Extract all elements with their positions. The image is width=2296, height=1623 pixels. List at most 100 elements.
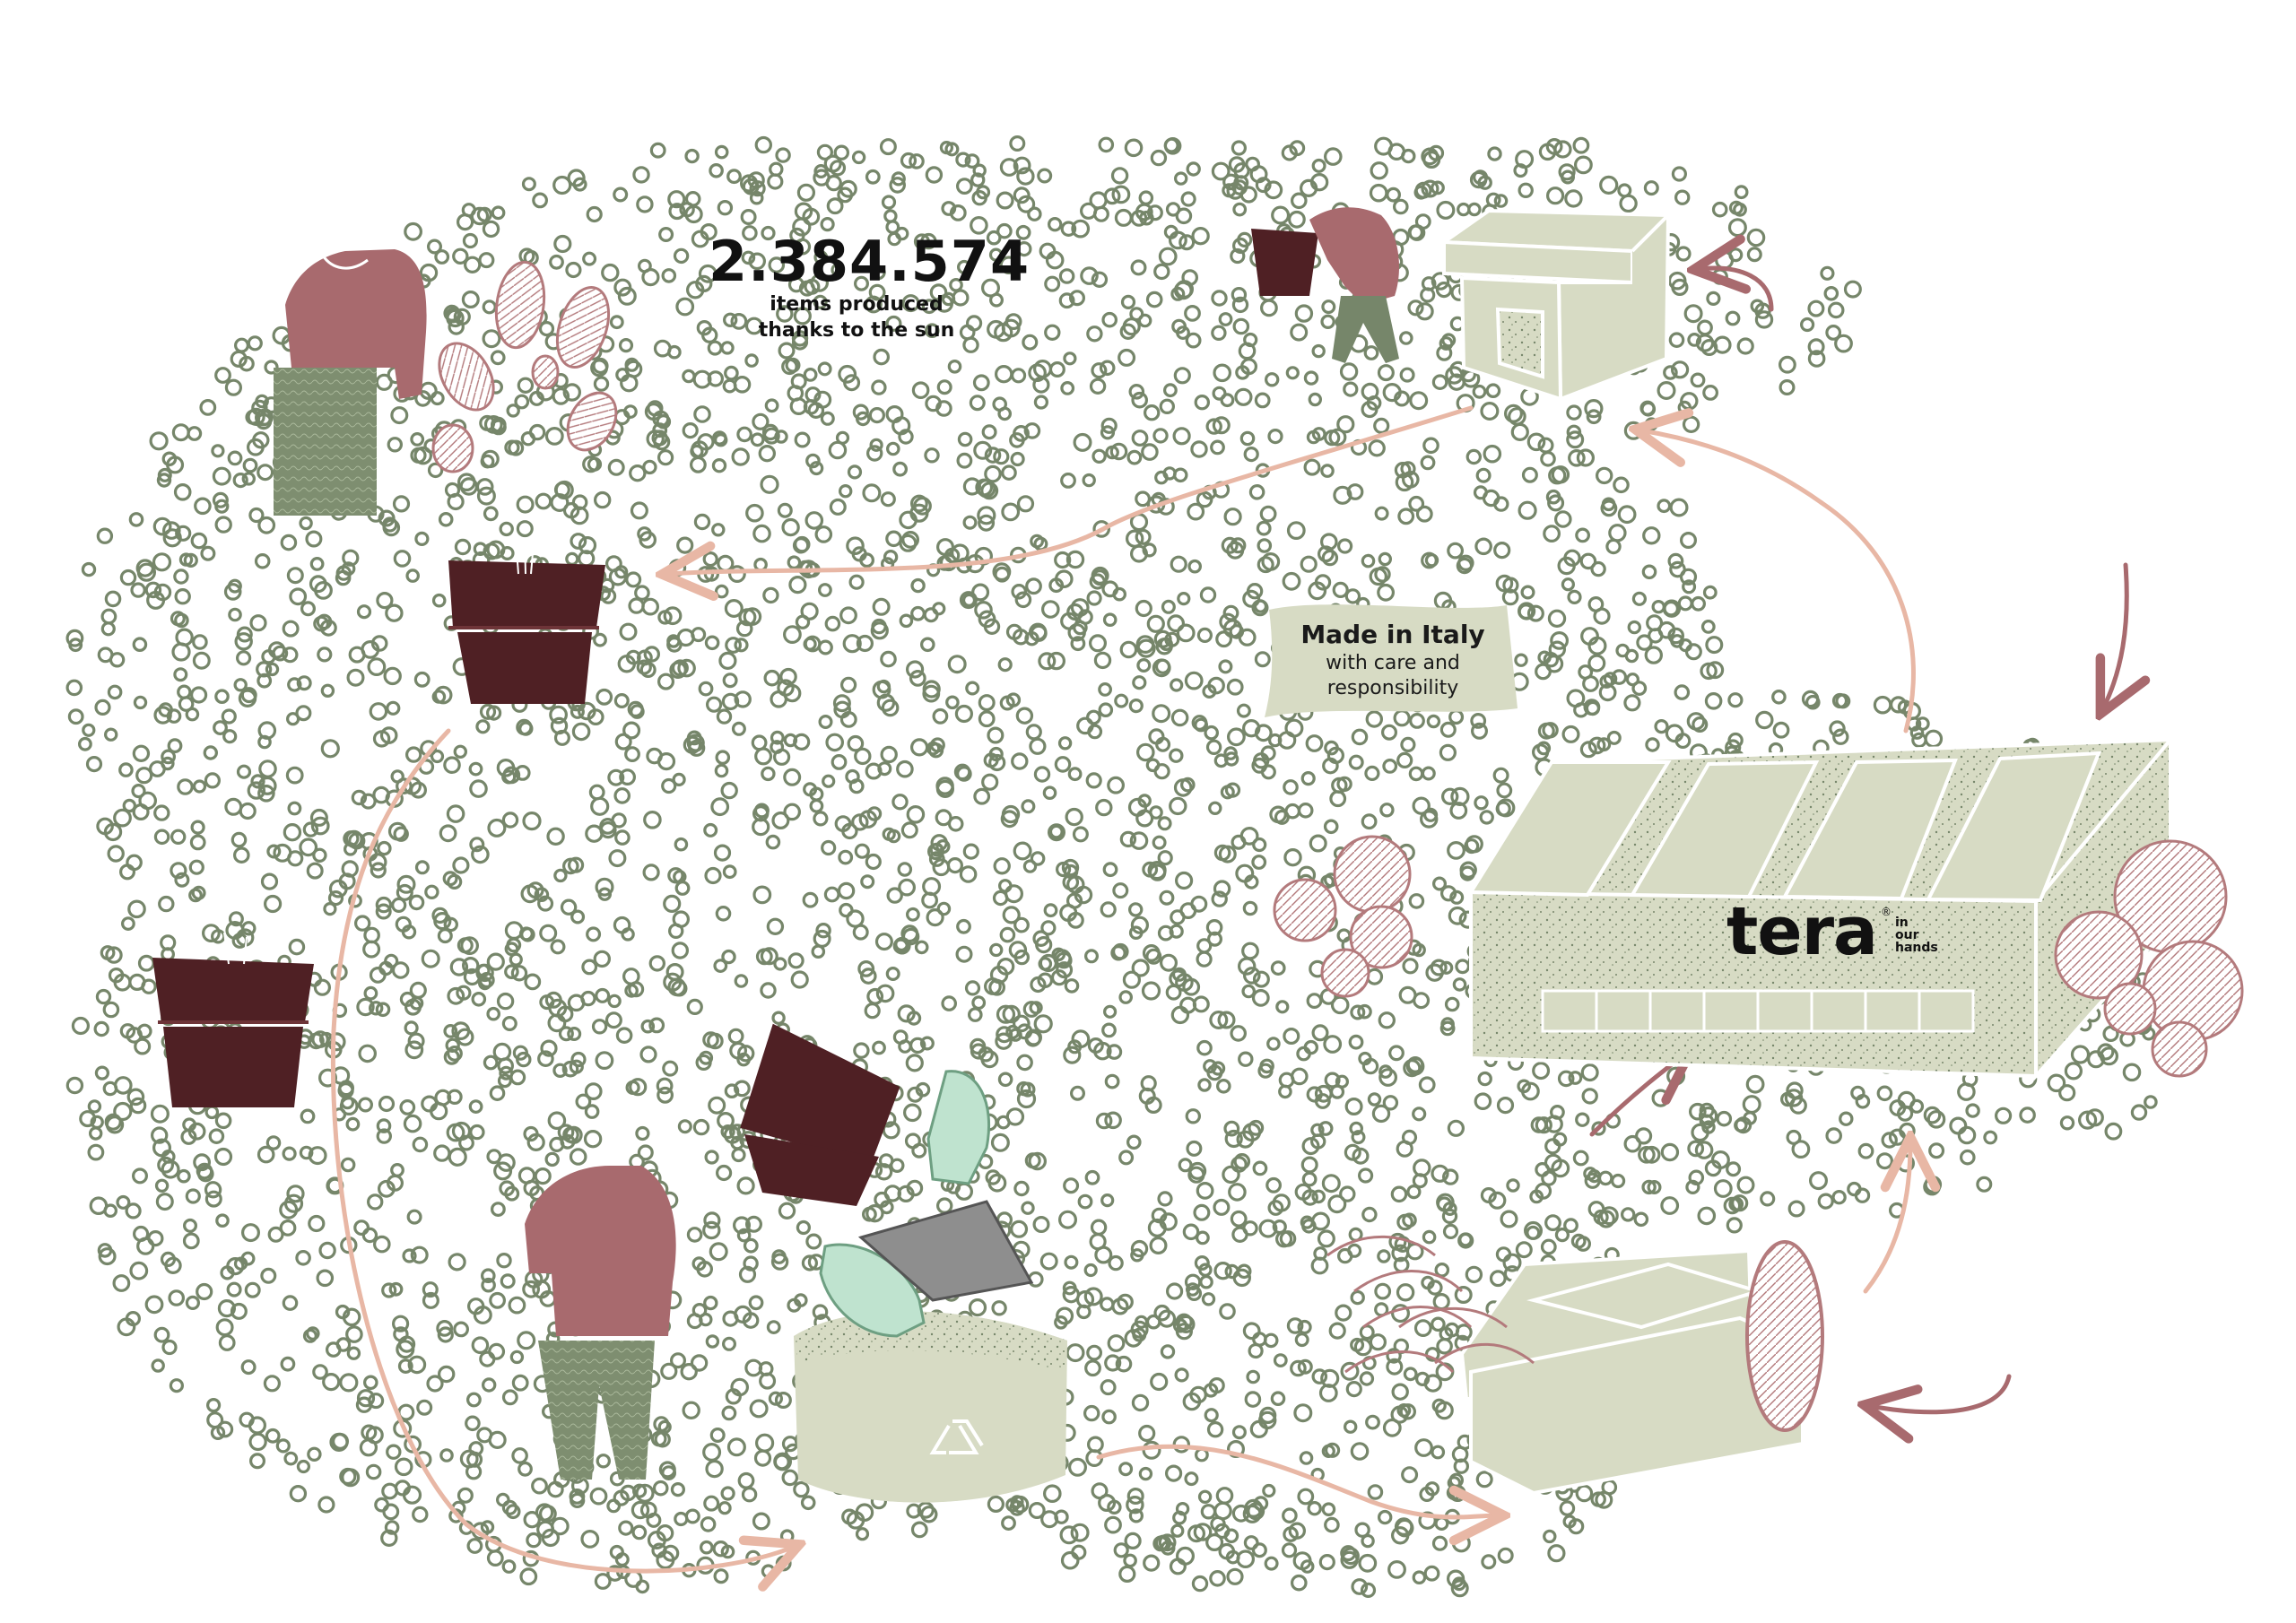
decorative-dot bbox=[904, 1133, 921, 1150]
decorative-dot bbox=[724, 1083, 740, 1098]
decorative-dot bbox=[394, 1457, 413, 1477]
decorative-dot bbox=[499, 521, 514, 537]
decorative-dot bbox=[1566, 424, 1582, 440]
decorative-dot bbox=[236, 626, 253, 643]
decorative-dot bbox=[1407, 224, 1424, 240]
decorative-dot bbox=[1083, 1404, 1100, 1422]
decorative-dot bbox=[1420, 455, 1436, 471]
decorative-dot bbox=[462, 956, 480, 975]
decorative-dot bbox=[1300, 1156, 1318, 1174]
decorative-dot bbox=[488, 1342, 506, 1360]
decorative-dot bbox=[1247, 1502, 1265, 1521]
decorative-dot bbox=[1100, 1193, 1115, 1208]
decorative-dot bbox=[1873, 695, 1892, 715]
decorative-dot bbox=[318, 1068, 338, 1088]
decorative-dot bbox=[1357, 1003, 1372, 1020]
decorative-dot bbox=[93, 1020, 109, 1037]
decorative-dot bbox=[805, 1233, 822, 1250]
decorative-dot bbox=[561, 857, 579, 875]
decorative-dot bbox=[775, 1555, 792, 1572]
decorative-dot bbox=[698, 681, 714, 697]
decorative-dot bbox=[892, 936, 911, 955]
decorative-dot bbox=[1580, 627, 1599, 646]
decorative-dot bbox=[1063, 1046, 1082, 1064]
decorative-dot bbox=[1365, 710, 1384, 728]
decorative-dot bbox=[183, 552, 198, 568]
decorative-dot bbox=[1502, 577, 1519, 594]
decorative-dot bbox=[1713, 335, 1732, 354]
decorative-dot bbox=[1291, 1574, 1308, 1592]
decorative-dot bbox=[1403, 1367, 1418, 1382]
decorative-dot bbox=[1537, 722, 1555, 740]
decorative-dot bbox=[788, 575, 807, 595]
decorative-dot bbox=[926, 907, 944, 927]
decorative-dot bbox=[1057, 1210, 1077, 1229]
decorative-dot bbox=[71, 1016, 91, 1036]
decorative-dot bbox=[1535, 1116, 1552, 1134]
decorative-dot bbox=[1083, 949, 1099, 964]
decorative-dot bbox=[280, 1356, 296, 1372]
decorative-dot bbox=[1832, 728, 1849, 745]
decorative-dot bbox=[153, 583, 172, 602]
decorative-dot bbox=[307, 1446, 322, 1462]
decorative-dot bbox=[1083, 1287, 1103, 1306]
decorative-dot bbox=[1197, 1489, 1213, 1505]
decorative-dot bbox=[317, 647, 333, 663]
decorative-dot bbox=[588, 784, 605, 801]
decorative-dot bbox=[439, 824, 457, 843]
decorative-dot bbox=[1286, 521, 1306, 540]
decorative-dot bbox=[716, 708, 733, 725]
decorative-dot bbox=[1164, 1464, 1183, 1482]
pink-plant-cluster bbox=[1326, 1235, 1535, 1374]
decorative-dot bbox=[721, 1336, 736, 1351]
decorative-dot bbox=[584, 1082, 603, 1100]
decorative-dot bbox=[501, 1389, 518, 1406]
decorative-dot bbox=[187, 426, 203, 441]
decorative-dot bbox=[772, 748, 791, 766]
decorative-dot bbox=[1627, 620, 1642, 635]
decorative-dot bbox=[703, 1495, 720, 1512]
decorative-dot bbox=[1503, 404, 1523, 423]
decorative-dot bbox=[637, 1144, 654, 1161]
decorative-dot bbox=[754, 1433, 775, 1453]
decorative-dot bbox=[215, 1318, 234, 1337]
decorative-dot bbox=[652, 422, 668, 438]
arrow-factory-up bbox=[1863, 1143, 1910, 1294]
decorative-dot bbox=[779, 667, 797, 686]
decorative-dot bbox=[882, 827, 896, 841]
decorative-dot bbox=[1667, 552, 1684, 569]
decorative-dot bbox=[962, 843, 979, 860]
decorative-dot bbox=[1220, 785, 1235, 800]
decorative-dot bbox=[1467, 202, 1482, 217]
decorative-dot bbox=[535, 1503, 554, 1522]
decorative-dot bbox=[736, 1176, 755, 1195]
decorative-dot bbox=[997, 1072, 1013, 1088]
decorative-dot bbox=[1043, 1484, 1062, 1503]
decorative-dot bbox=[312, 847, 327, 864]
decorative-dot bbox=[1233, 162, 1250, 179]
decorative-dot bbox=[1259, 505, 1277, 523]
decorative-dot bbox=[1545, 489, 1561, 505]
decorative-dot bbox=[935, 538, 954, 557]
decorative-dot bbox=[141, 978, 157, 994]
decorative-dot bbox=[386, 1444, 402, 1460]
decorative-dot bbox=[133, 695, 148, 710]
decorative-dot bbox=[1455, 959, 1471, 975]
decorative-dot bbox=[502, 766, 521, 785]
decorative-dot bbox=[1042, 785, 1057, 800]
decorative-dot bbox=[171, 642, 191, 662]
decorative-dot bbox=[862, 483, 882, 503]
decorative-dot bbox=[1213, 1198, 1231, 1216]
decorative-dot bbox=[973, 440, 993, 460]
decorative-dot bbox=[1193, 1523, 1213, 1541]
decorative-dot bbox=[1965, 1103, 1980, 1118]
decorative-dot bbox=[1536, 741, 1552, 756]
decorative-dot bbox=[595, 987, 611, 1003]
decorative-dot bbox=[1257, 538, 1273, 553]
decorative-dot bbox=[1025, 724, 1042, 741]
decorative-dot bbox=[570, 704, 585, 719]
decorative-dot bbox=[1436, 344, 1453, 361]
decorative-dot bbox=[1388, 1045, 1405, 1062]
decorative-dot bbox=[1349, 1121, 1363, 1136]
decorative-dot bbox=[639, 1501, 657, 1519]
